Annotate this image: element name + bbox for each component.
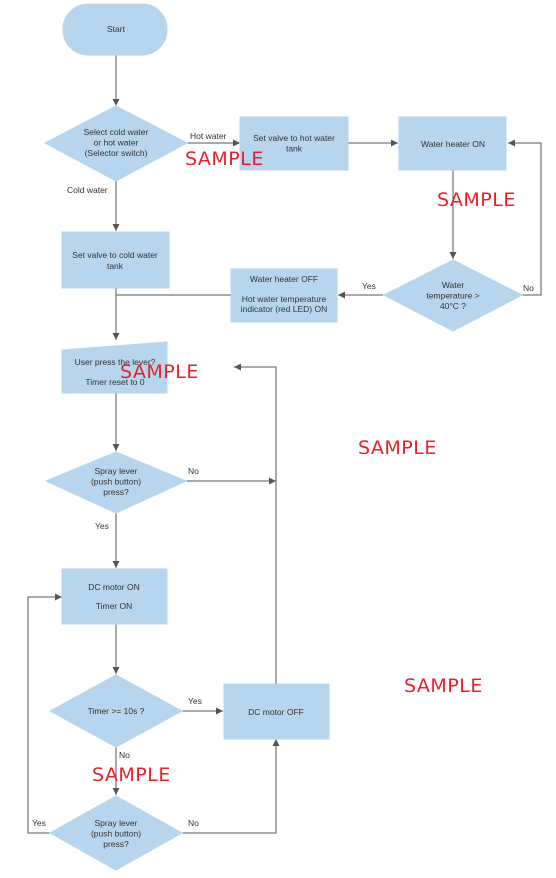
start-label: Start [107,24,126,34]
heater-on-label: Water heater ON [421,139,485,149]
hot-water-label: Hot water [190,131,227,141]
select-water-decision [43,105,189,182]
watermark-sample: SAMPLE [120,361,199,383]
spray2-yes-label: Yes [32,818,46,828]
heater-off-process [230,268,338,323]
timer-decision [48,674,184,748]
watermark-sample: SAMPLE [92,764,171,786]
motor-off-process [223,683,330,740]
start-terminal [62,3,168,56]
spray1-yes-label: Yes [95,521,109,531]
lever-manual-input [61,341,168,394]
temp-yes-label: Yes [362,281,376,291]
spray-lever-1-label: Spray lever(push button)press? [91,466,141,497]
spray-lever-decision-1 [44,451,188,514]
spray2-no-label: No [188,818,199,828]
edge-temp-no-to-heater-on [508,139,542,296]
timer-no-label: No [119,750,130,760]
watermark-sample: SAMPLE [404,675,483,697]
temp-no-label: No [523,283,534,293]
heater-on-process [398,116,507,171]
cold-water-label: Cold water [67,185,108,195]
temperature-decision [382,259,524,332]
edge-spray2-no-to-motor-off [182,739,280,834]
timer-yes-label: Yes [188,696,202,706]
watermark-sample: SAMPLE [437,189,516,211]
spray1-no-label: No [188,466,199,476]
timer-label: Timer >= 10s ? [88,706,145,716]
edge-spray2-yes-to-motor-on [27,593,62,834]
spray-lever-decision-2 [48,795,184,871]
motor-on-label: DC motor ON Timer ON [88,582,139,611]
watermark-sample: SAMPLE [358,437,437,459]
edge-motor-off-to-lever [234,363,277,684]
watermark-sample: SAMPLE [185,148,264,170]
motor-off-label: DC motor OFF [248,707,304,717]
hot-valve-process [239,116,349,171]
cold-valve-process [61,231,170,289]
lever-label: User press the lever? Timer reset to 0 [75,357,156,387]
spray-lever-2-label: Spray lever(push button)press? [91,818,141,849]
motor-on-process [61,568,168,625]
